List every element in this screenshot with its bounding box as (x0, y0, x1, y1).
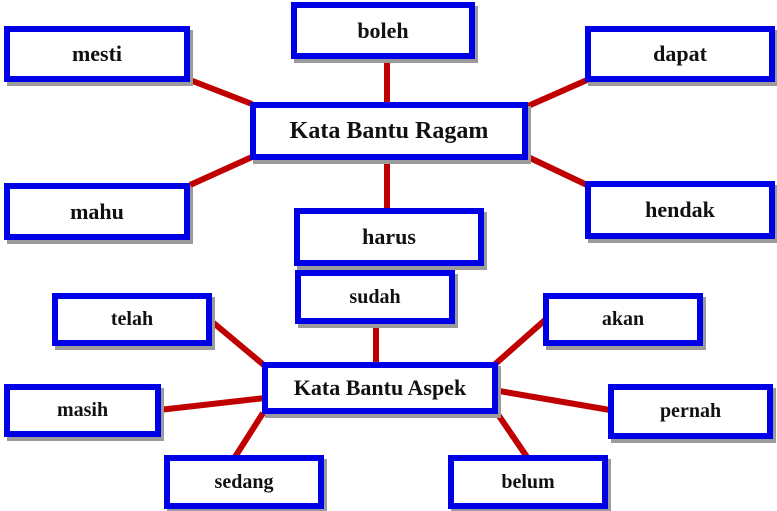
node-hendak: hendak (585, 181, 775, 239)
link-ragam-mahu (188, 154, 254, 188)
link-aspek-akan (491, 317, 547, 369)
node-akan: akan (543, 293, 703, 346)
link-ragam-hendak (526, 154, 589, 188)
link-aspek-belum (494, 411, 530, 459)
link-aspek-masih (158, 395, 266, 413)
node-sedang: sedang (164, 455, 324, 509)
node-telah: telah (52, 293, 212, 346)
node-pernah: pernah (608, 384, 773, 439)
node-belum: belum (448, 455, 608, 509)
center-node-kata-bantu-aspek: Kata Bantu Aspek (262, 362, 498, 414)
center-node-kata-bantu-ragam: Kata Bantu Ragam (250, 102, 528, 160)
node-mesti: mesti (4, 26, 190, 82)
link-aspek-sedang (232, 411, 266, 459)
node-harus: harus (294, 208, 484, 266)
link-ragam-mesti (188, 77, 254, 107)
node-masih: masih (4, 384, 161, 437)
link-ragam-dapat (526, 77, 589, 109)
link-aspek-telah (208, 317, 267, 369)
node-sudah: sudah (295, 270, 455, 324)
link-aspek-pernah (498, 388, 611, 413)
node-dapat: dapat (585, 26, 775, 82)
node-boleh: boleh (291, 2, 475, 59)
node-mahu: mahu (4, 183, 190, 240)
